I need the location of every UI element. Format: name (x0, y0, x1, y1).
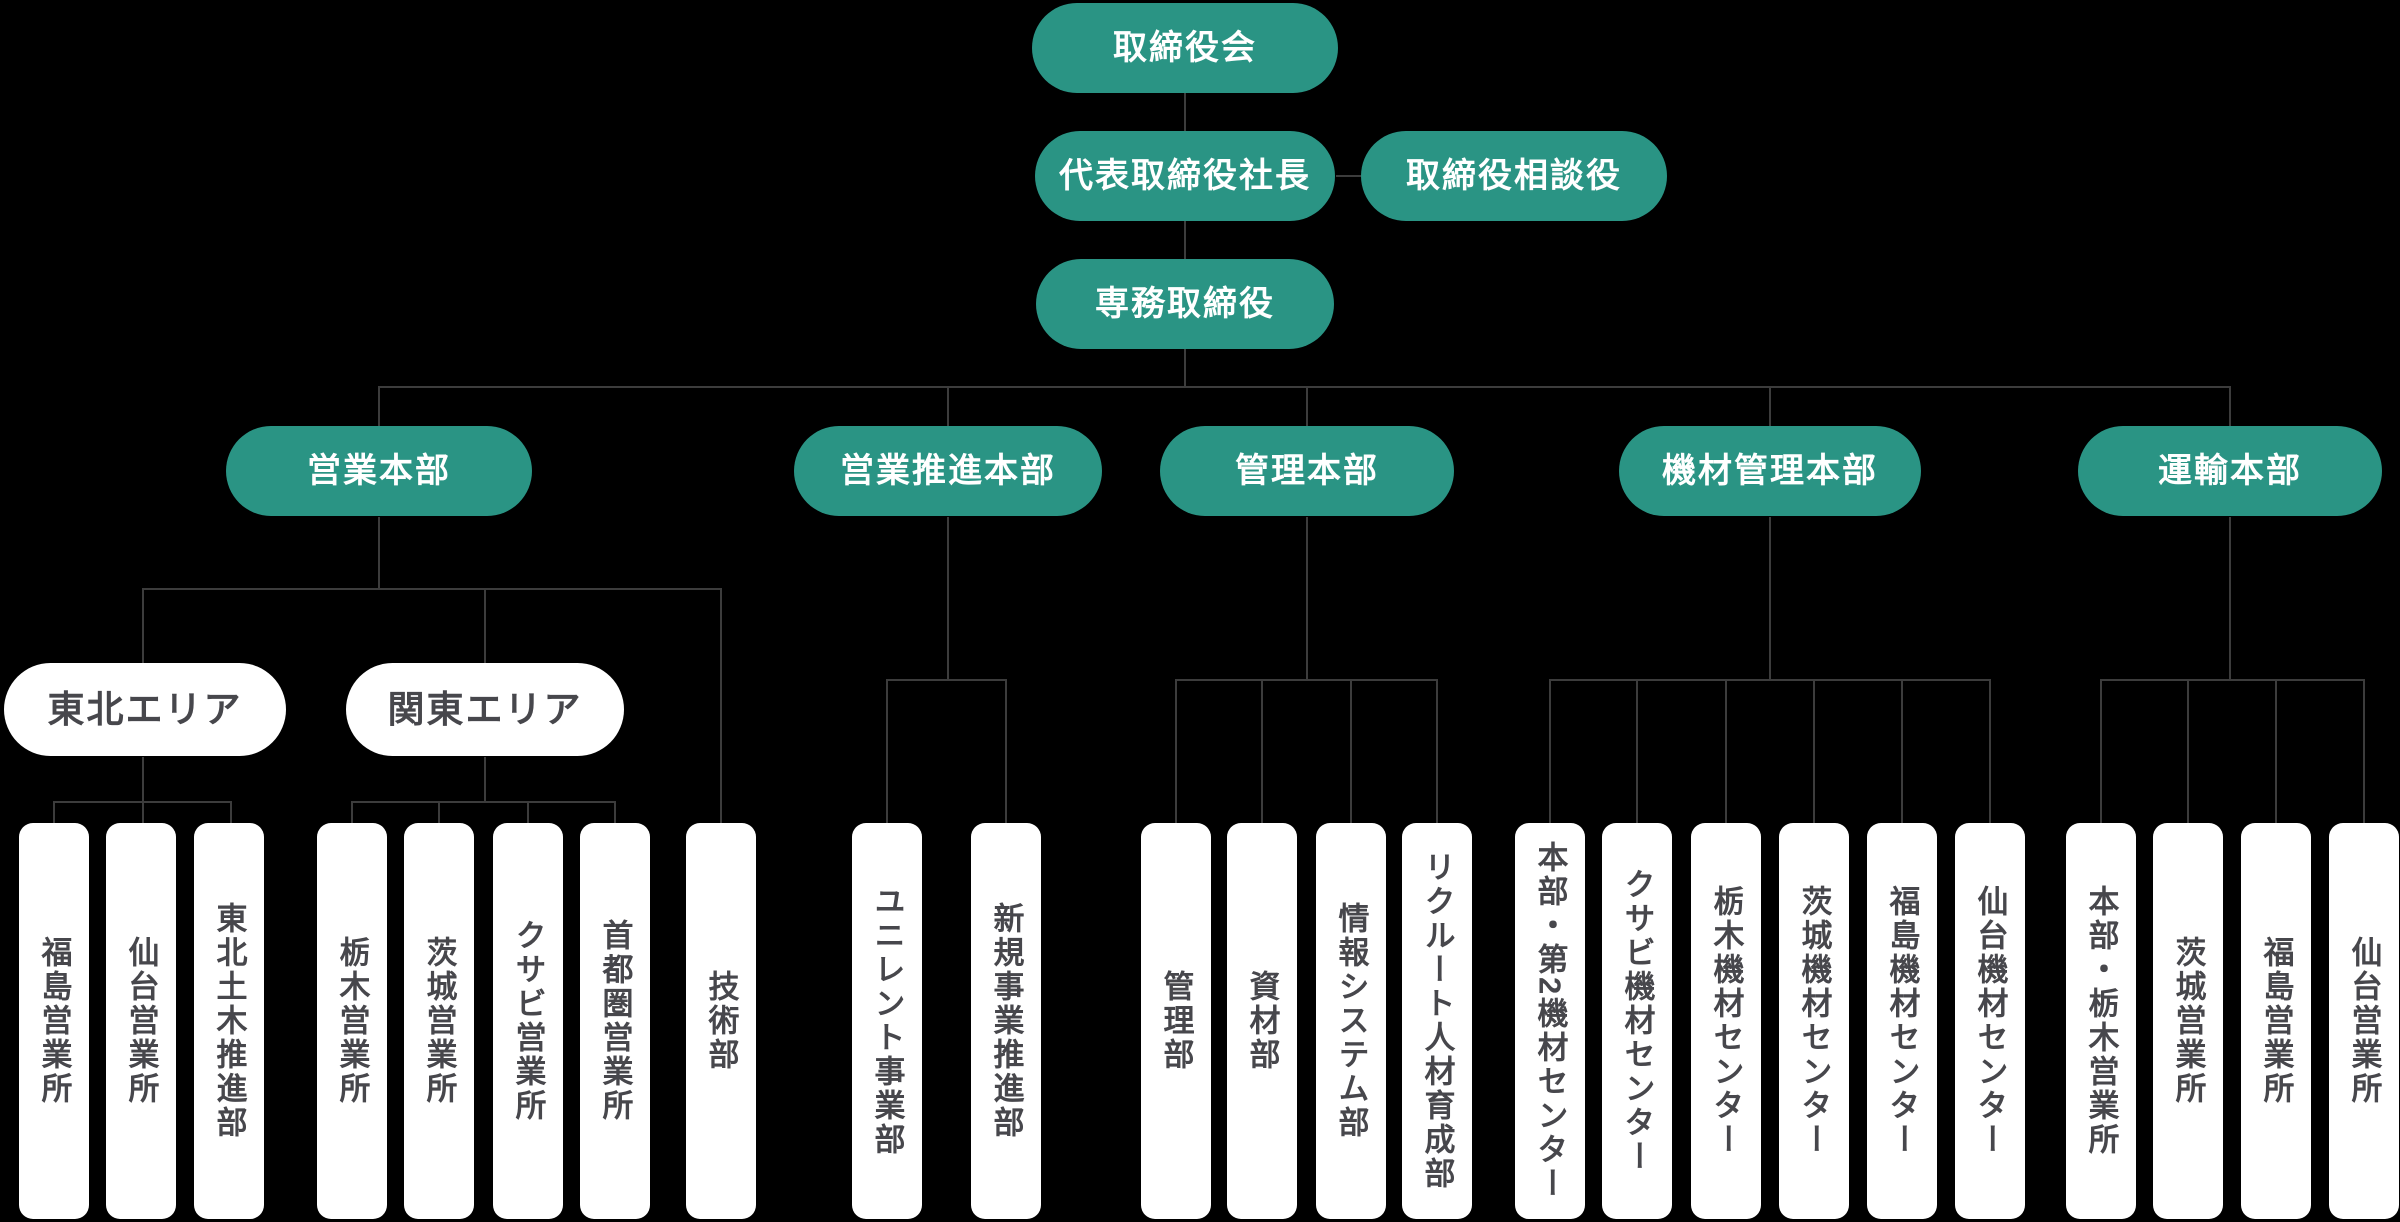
node-senior-managing-director: 専務取締役 (1036, 259, 1334, 349)
node-division-sales-promotion: 営業推進本部 (794, 426, 1102, 516)
sales-promotion-split-line (886, 517, 1007, 823)
node-dept-materials: 資材部 (1227, 823, 1297, 1219)
sales-division-split-line (142, 517, 722, 823)
node-dept-it-systems: 情報システム部 (1316, 823, 1386, 1219)
node-dept-ibaraki-equipment: 茨城機材センター (1779, 823, 1849, 1219)
node-dept-unirent-business: ユニレント事業部 (852, 823, 922, 1219)
node-dept-sendai-sales: 仙台営業所 (106, 823, 176, 1219)
node-dept-tochigi-equipment: 栃木機材センター (1691, 823, 1761, 1219)
admin-split-line (1175, 517, 1438, 823)
node-dept-kusabi-sales: クサビ営業所 (493, 823, 563, 1219)
node-area-kanto: 関東エリア (346, 663, 624, 756)
transport-split-line (2100, 517, 2365, 823)
node-area-tohoku: 東北エリア (4, 663, 286, 756)
node-dept-hq-no2-equipment: 本部・第2機材センター (1515, 823, 1585, 1219)
node-dept-sendai-transport: 仙台営業所 (2329, 823, 2399, 1219)
node-advisor: 取締役相談役 (1361, 131, 1667, 221)
node-dept-tohoku-civil: 東北土木推進部 (194, 823, 264, 1219)
node-dept-fukushima-sales: 福島営業所 (19, 823, 89, 1219)
equipment-split-line (1549, 517, 1991, 823)
node-dept-kusabi-equipment: クサビ機材センター (1602, 823, 1672, 1219)
node-dept-fukushima-transport: 福島営業所 (2241, 823, 2311, 1219)
node-president: 代表取締役社長 (1035, 131, 1335, 221)
node-board-of-directors: 取締役会 (1032, 3, 1338, 93)
node-division-equipment: 機材管理本部 (1619, 426, 1921, 516)
node-dept-new-business: 新規事業推進部 (971, 823, 1041, 1219)
tohoku-area-split-line (53, 757, 232, 823)
node-dept-recruit-hr: リクルート人材育成部 (1402, 823, 1472, 1219)
node-dept-metropolitan-sales: 首都圏営業所 (580, 823, 650, 1219)
node-dept-fukushima-equipment: 福島機材センター (1867, 823, 1937, 1219)
node-division-sales: 営業本部 (226, 426, 532, 516)
node-dept-sendai-equipment: 仙台機材センター (1955, 823, 2025, 1219)
node-dept-ibaraki-transport: 茨城営業所 (2153, 823, 2223, 1219)
node-dept-ibaraki-sales: 茨城営業所 (404, 823, 474, 1219)
kanto-area-split-line (351, 757, 616, 823)
node-dept-hq-tochigi-transport: 本部・栃木営業所 (2066, 823, 2136, 1219)
node-dept-engineering: 技術部 (686, 823, 756, 1219)
node-dept-tochigi-sales: 栃木営業所 (317, 823, 387, 1219)
node-division-admin: 管理本部 (1160, 426, 1454, 516)
node-dept-administration: 管理部 (1141, 823, 1211, 1219)
division-split-line (378, 386, 2231, 426)
node-division-transport: 運輸本部 (2078, 426, 2382, 516)
